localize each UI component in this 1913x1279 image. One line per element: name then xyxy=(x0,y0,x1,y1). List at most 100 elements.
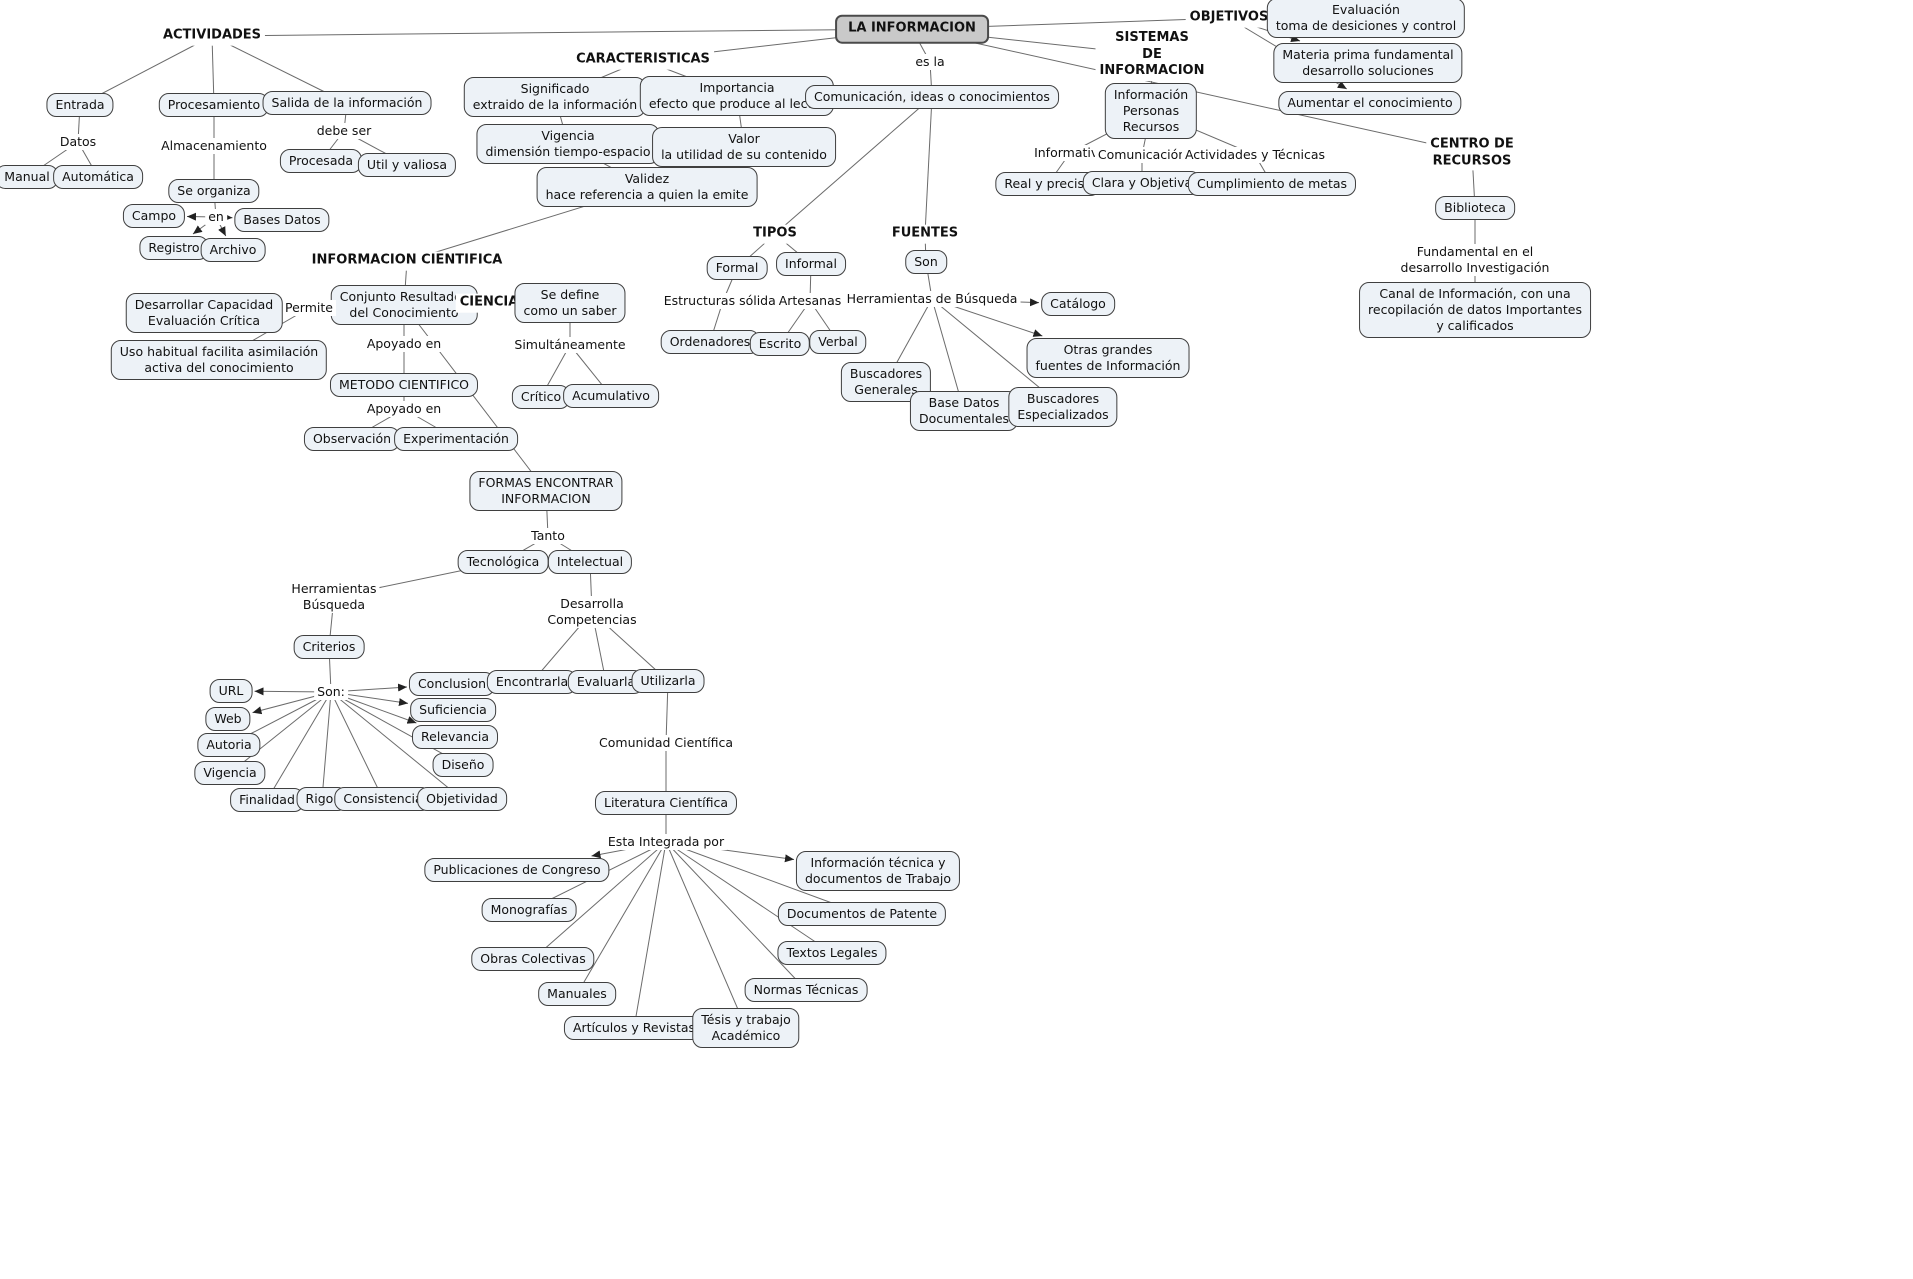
edge-son-l-to-rigor xyxy=(321,691,332,800)
node-obras-colectivas[interactable]: Obras Colectivas xyxy=(471,947,595,971)
node-desarrollar-cap[interactable]: Desarrollar Capacidad Evaluación Crítica xyxy=(125,293,283,333)
edge-integrada-to-manuales xyxy=(576,841,667,995)
node-es-la-linking-phrase: es la xyxy=(912,54,948,70)
node-info-tecnica[interactable]: Información técnica y documentos de Trab… xyxy=(795,851,961,891)
node-criterios[interactable]: Criterios xyxy=(293,635,365,659)
node-articulos[interactable]: Artículos y Revistas xyxy=(563,1016,705,1040)
node-real-precisa[interactable]: Real y precisa xyxy=(995,172,1101,196)
node-se-organiza[interactable]: Se organiza xyxy=(168,179,260,203)
node-aumentar[interactable]: Aumentar el conocimiento xyxy=(1278,91,1462,115)
node-objetividad[interactable]: Objetividad xyxy=(417,787,507,811)
node-acumulativo[interactable]: Acumulativo xyxy=(563,384,659,408)
node-evaluacion-toma[interactable]: Evaluación toma de desiciones y control xyxy=(1266,0,1466,38)
node-materia-prima[interactable]: Materia prima fundamental desarrollo sol… xyxy=(1273,43,1463,83)
node-tanto-linking-phrase: Tanto xyxy=(528,528,568,544)
node-canal[interactable]: Canal de Información, con una recopilaci… xyxy=(1359,282,1591,338)
node-diseno[interactable]: Diseño xyxy=(432,753,494,777)
node-campo[interactable]: Campo xyxy=(122,204,186,228)
node-manuales[interactable]: Manuales xyxy=(538,982,616,1006)
node-formas[interactable]: FORMAS ENCONTRAR INFORMACION xyxy=(469,471,623,511)
node-conclusion[interactable]: Conclusion xyxy=(408,672,496,696)
node-url[interactable]: URL xyxy=(209,679,253,703)
edge-comunicacion-ideas-to-fuentes xyxy=(924,96,933,235)
node-desarrolla-comp-linking-phrase: Desarrolla Competencias xyxy=(544,596,640,628)
node-sistemas: SISTEMAS DE INFORMACION xyxy=(1095,29,1209,81)
node-apoyado2-linking-phrase: Apoyado en xyxy=(363,401,445,417)
node-registro[interactable]: Registro xyxy=(139,236,209,260)
node-centro-recursos: CENTRO DE RECURSOS xyxy=(1426,135,1518,171)
node-manual[interactable]: Manual xyxy=(0,165,59,189)
node-encontrarla[interactable]: Encontrarla xyxy=(486,670,578,694)
node-son-box[interactable]: Son xyxy=(905,250,947,274)
node-ordenadores[interactable]: Ordenadores xyxy=(660,330,760,354)
node-info-personas[interactable]: Información Personas Recursos xyxy=(1104,83,1198,139)
node-automatica[interactable]: Automática xyxy=(53,165,143,189)
edge-son-l-to-consistencia xyxy=(330,691,384,800)
node-bases-datos[interactable]: Bases Datos xyxy=(234,208,330,232)
node-suficiencia[interactable]: Suficiencia xyxy=(410,698,496,722)
node-procesamiento[interactable]: Procesamiento xyxy=(158,93,270,117)
node-actividades: ACTIVIDADES xyxy=(158,26,266,46)
node-herramientas-busqueda-linking-phrase: Herramientas de Búsqueda xyxy=(843,291,1021,307)
node-herr-busq-linking-phrase: Herramientas Búsqueda xyxy=(288,581,380,613)
node-informal[interactable]: Informal xyxy=(776,252,846,276)
node-metodo[interactable]: METODO CIENTIFICO xyxy=(329,373,479,397)
node-base-datos-doc[interactable]: Base Datos Documentales xyxy=(909,391,1019,431)
node-verbal[interactable]: Verbal xyxy=(809,330,867,354)
node-pub-congreso[interactable]: Publicaciones de Congreso xyxy=(424,858,610,882)
node-utilizarla[interactable]: Utilizarla xyxy=(631,669,705,693)
node-significado[interactable]: Significado extraido de la información xyxy=(463,77,647,117)
node-vigencia-dim[interactable]: Vigencia dimensión tiempo-espacio xyxy=(476,124,660,164)
node-observacion[interactable]: Observación xyxy=(303,427,401,451)
node-comunicacion-ideas[interactable]: Comunicación, ideas o conocimientos xyxy=(805,85,1059,109)
node-salida[interactable]: Salida de la información xyxy=(262,91,432,115)
node-se-define[interactable]: Se define como un saber xyxy=(514,283,626,323)
node-relevancia[interactable]: Relevancia xyxy=(412,725,498,749)
node-catalogo[interactable]: Catálogo xyxy=(1041,292,1115,316)
node-web[interactable]: Web xyxy=(205,707,251,731)
node-tecnologica[interactable]: Tecnológica xyxy=(457,550,549,574)
node-intelectual[interactable]: Intelectual xyxy=(547,550,633,574)
edge-integrada-to-normas xyxy=(665,841,807,991)
node-en-linking-phrase: en xyxy=(205,209,227,225)
node-normas[interactable]: Normas Técnicas xyxy=(744,978,868,1002)
node-valor[interactable]: Valor la utilidad de su contenido xyxy=(652,127,836,167)
node-consistencia[interactable]: Consistencia xyxy=(334,787,432,811)
node-critico[interactable]: Crítico xyxy=(511,385,571,409)
edge-son-l-to-finalidad xyxy=(266,691,332,801)
node-literatura[interactable]: Literatura Científica xyxy=(594,791,738,815)
node-monografias[interactable]: Monografías xyxy=(481,898,577,922)
node-archivo[interactable]: Archivo xyxy=(200,238,266,262)
node-fundamental-linking-phrase: Fundamental en el desarrollo Investigaci… xyxy=(1397,244,1553,276)
node-util-valiosa[interactable]: Util y valiosa xyxy=(357,153,457,177)
node-clara-objetiva[interactable]: Clara y Objetiva xyxy=(1082,171,1202,195)
node-textos-legales[interactable]: Textos Legales xyxy=(777,941,887,965)
node-entrada[interactable]: Entrada xyxy=(46,93,114,117)
node-la-informacion[interactable]: LA INFORMACION xyxy=(835,14,989,44)
node-cumplimiento[interactable]: Cumplimiento de metas xyxy=(1187,172,1357,196)
node-conjunto[interactable]: Conjunto Resultados del Conocimiento xyxy=(330,285,478,325)
edge-son-l-to-vigencia2 xyxy=(229,691,332,774)
node-buscadores-esp[interactable]: Buscadores Especializados xyxy=(1008,387,1118,427)
node-evaluarla[interactable]: Evaluarla xyxy=(567,670,645,694)
node-vigencia2[interactable]: Vigencia xyxy=(194,761,266,785)
node-permite-linking-phrase: Permite xyxy=(282,300,336,316)
node-importancia[interactable]: Importancia efecto que produce al lector xyxy=(639,76,835,116)
node-finalidad[interactable]: Finalidad xyxy=(230,788,304,812)
node-escrito[interactable]: Escrito xyxy=(749,332,811,356)
node-uso-habitual[interactable]: Uso habitual facilita asimilación activa… xyxy=(110,340,328,380)
node-otras-fuentes[interactable]: Otras grandes fuentes de Información xyxy=(1026,338,1190,378)
edge-son-l-to-objetividad xyxy=(330,691,463,800)
node-informativo-linking-phrase: Informativo xyxy=(1031,145,1109,161)
node-biblioteca[interactable]: Biblioteca xyxy=(1435,196,1515,220)
node-tesis[interactable]: Tésis y trabajo Académico xyxy=(692,1008,800,1048)
node-autoria[interactable]: Autoria xyxy=(197,733,261,757)
node-objetivos: OBJETIVOS xyxy=(1185,8,1273,28)
node-son-l-linking-phrase: Son: xyxy=(314,684,348,700)
node-procesada[interactable]: Procesada xyxy=(279,149,363,173)
node-doc-patente[interactable]: Documentos de Patente xyxy=(777,902,947,926)
node-validez[interactable]: Validez hace referencia a quien la emite xyxy=(536,167,758,207)
node-datos-linking-phrase: Datos xyxy=(56,134,100,150)
node-experimentacion[interactable]: Experimentación xyxy=(394,427,518,451)
node-formal[interactable]: Formal xyxy=(706,256,768,280)
